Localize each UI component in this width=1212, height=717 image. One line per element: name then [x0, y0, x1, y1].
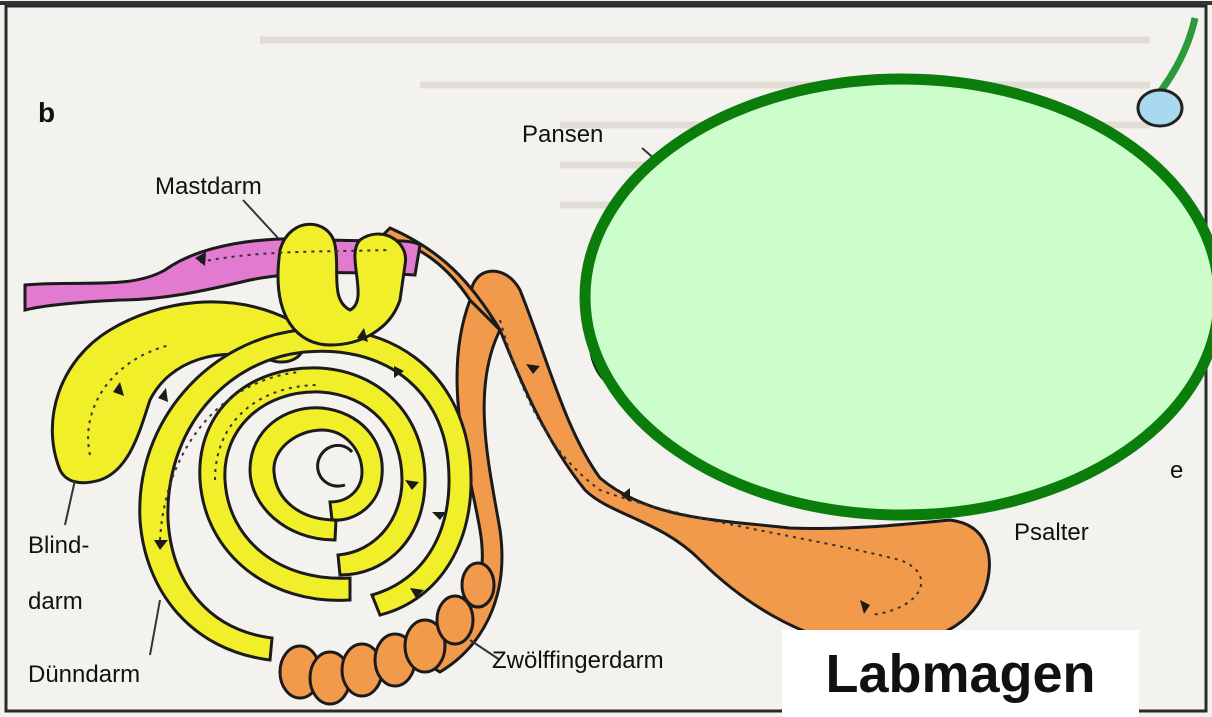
label-mastdarm: Mastdarm: [155, 173, 262, 200]
label-blinddarm-line1: Blind-: [28, 532, 89, 559]
label-labmagen: Labmagen: [782, 630, 1139, 717]
label-partial-right: e: [1170, 457, 1183, 484]
label-zwoelffingerdarm: Zwölffingerdarm: [492, 647, 664, 674]
esophagus-ring: [1138, 90, 1182, 126]
label-psalter: Psalter: [1014, 519, 1089, 546]
label-pansen: Pansen: [522, 121, 603, 148]
label-blinddarm-line2: darm: [28, 588, 83, 615]
panel-letter: b: [38, 97, 55, 128]
label-duenndarm: Dünndarm: [28, 661, 140, 688]
overlay-ellipse: [585, 79, 1212, 515]
